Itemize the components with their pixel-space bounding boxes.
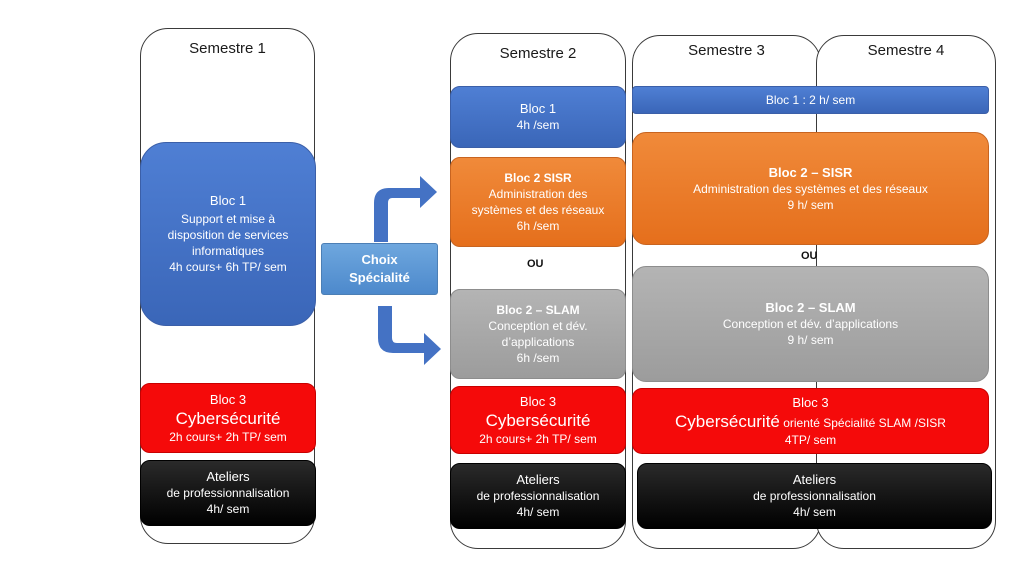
s2-slam-line2: d’applications bbox=[501, 335, 575, 349]
s1-ateliers-box: Ateliers de professionnalisation 4h/ sem bbox=[140, 460, 316, 526]
semester-2-title: Semestre 2 bbox=[499, 45, 577, 62]
semester-4-title: Semestre 4 bbox=[867, 42, 945, 59]
s34-ateliers-box: Ateliers de professionnalisation 4h/ sem bbox=[637, 463, 992, 529]
s2-sisr-line1: Administration des bbox=[488, 187, 588, 201]
s34-bloc3-box: Bloc 3 Cybersécurité orienté Spécialité … bbox=[632, 388, 989, 454]
s2-sisr-title: Bloc 2 SISR bbox=[504, 171, 572, 185]
s2-bloc3-title: Bloc 3 bbox=[519, 393, 557, 409]
s34-slam-box: Bloc 2 – SLAM Conception et dév. d’appli… bbox=[632, 266, 989, 382]
s2-slam-box: Bloc 2 – SLAM Conception et dév. d’appli… bbox=[450, 289, 626, 379]
s1-bloc1-line4: 4h cours+ 6h TP/ sem bbox=[169, 260, 287, 274]
s2-ateliers-hours: 4h/ sem bbox=[516, 505, 560, 519]
s2-ateliers-title: Ateliers bbox=[516, 472, 560, 487]
s1-bloc1-box: Bloc 1 Support et mise à disposition de … bbox=[140, 142, 316, 326]
s2-bloc3-name: Cybersécurité bbox=[485, 410, 591, 430]
s1-bloc3-name: Cybersécurité bbox=[175, 408, 281, 428]
s34-ateliers-hours: 4h/ sem bbox=[793, 505, 836, 519]
s2-sisr-box: Bloc 2 SISR Administration des systèmes … bbox=[450, 157, 626, 247]
choice-line1: Choix bbox=[361, 252, 398, 267]
s34-bloc1-label: Bloc 1 : 2 h/ sem bbox=[765, 93, 856, 107]
s2-sisr-line2: systèmes et des réseaux bbox=[471, 203, 605, 217]
s34-sisr-title: Bloc 2 – SISR bbox=[768, 164, 853, 180]
s2-slam-hours: 6h /sem bbox=[516, 351, 560, 365]
s2-ateliers-subtitle: de professionnalisation bbox=[476, 489, 600, 503]
s2-or-label: OU bbox=[527, 258, 544, 270]
s2-slam-title: Bloc 2 – SLAM bbox=[496, 303, 580, 317]
s1-bloc1-line2: disposition de services bbox=[167, 228, 289, 242]
arrow-down-icon bbox=[378, 306, 441, 365]
s34-bloc3-hours: 4TP/ sem bbox=[784, 432, 837, 447]
s2-ateliers-box: Ateliers de professionnalisation 4h/ sem bbox=[450, 463, 626, 529]
s34-bloc1-box: Bloc 1 : 2 h/ sem bbox=[632, 86, 989, 114]
s34-slam-hours: 9 h/ sem bbox=[787, 333, 834, 347]
s1-ateliers-hours: 4h/ sem bbox=[206, 502, 250, 516]
s1-bloc3-box: Bloc 3 Cybersécurité 2h cours+ 2h TP/ se… bbox=[140, 383, 316, 453]
s2-bloc1-box: Bloc 1 4h /sem bbox=[450, 86, 626, 148]
s1-ateliers-title: Ateliers bbox=[206, 469, 250, 484]
s34-slam-title: Bloc 2 – SLAM bbox=[765, 300, 856, 315]
s34-bloc3-suffix: orienté Spécialité SLAM /SISR bbox=[779, 415, 946, 430]
s2-sisr-hours: 6h /sem bbox=[516, 219, 560, 233]
s1-ateliers-subtitle: de professionnalisation bbox=[166, 486, 290, 500]
s34-ateliers-subtitle: de professionnalisation bbox=[753, 489, 876, 503]
s1-bloc3-hours: 2h cours+ 2h TP/ sem bbox=[169, 429, 287, 444]
s2-bloc1-title: Bloc 1 bbox=[519, 101, 557, 116]
s2-bloc1-hours: 4h /sem bbox=[516, 118, 560, 132]
s2-bloc3-hours: 2h cours+ 2h TP/ sem bbox=[479, 431, 597, 446]
s34-sisr-hours: 9 h/ sem bbox=[787, 197, 834, 212]
s1-bloc1-line3: informatiques bbox=[191, 244, 265, 258]
s34-sisr-line1: Administration des systèmes et des résea… bbox=[693, 181, 928, 196]
s34-bloc3-name: Cybersécurité bbox=[675, 411, 780, 431]
s34-ateliers-title: Ateliers bbox=[792, 472, 837, 487]
s2-slam-line1: Conception et dév. bbox=[488, 319, 588, 333]
s1-bloc1-line1: Support et mise à bbox=[180, 212, 276, 226]
s34-sisr-box: Bloc 2 – SISR Administration des système… bbox=[632, 132, 989, 245]
arrow-up-icon bbox=[374, 176, 437, 242]
s1-bloc1-title: Bloc 1 bbox=[209, 193, 247, 208]
s34-or-label: OU bbox=[801, 250, 818, 262]
semester-1-title: Semestre 1 bbox=[189, 40, 266, 57]
s34-bloc3-title: Bloc 3 bbox=[792, 394, 829, 410]
choice-line2: Spécialité bbox=[349, 270, 410, 285]
s2-bloc3-box: Bloc 3 Cybersécurité 2h cours+ 2h TP/ se… bbox=[450, 386, 626, 454]
semester-3-title: Semestre 3 bbox=[688, 42, 765, 59]
s34-slam-line1: Conception et dév. d’applications bbox=[722, 317, 899, 331]
s1-bloc3-title: Bloc 3 bbox=[209, 391, 247, 407]
choice-specialty-box: Choix Spécialité bbox=[321, 243, 438, 295]
